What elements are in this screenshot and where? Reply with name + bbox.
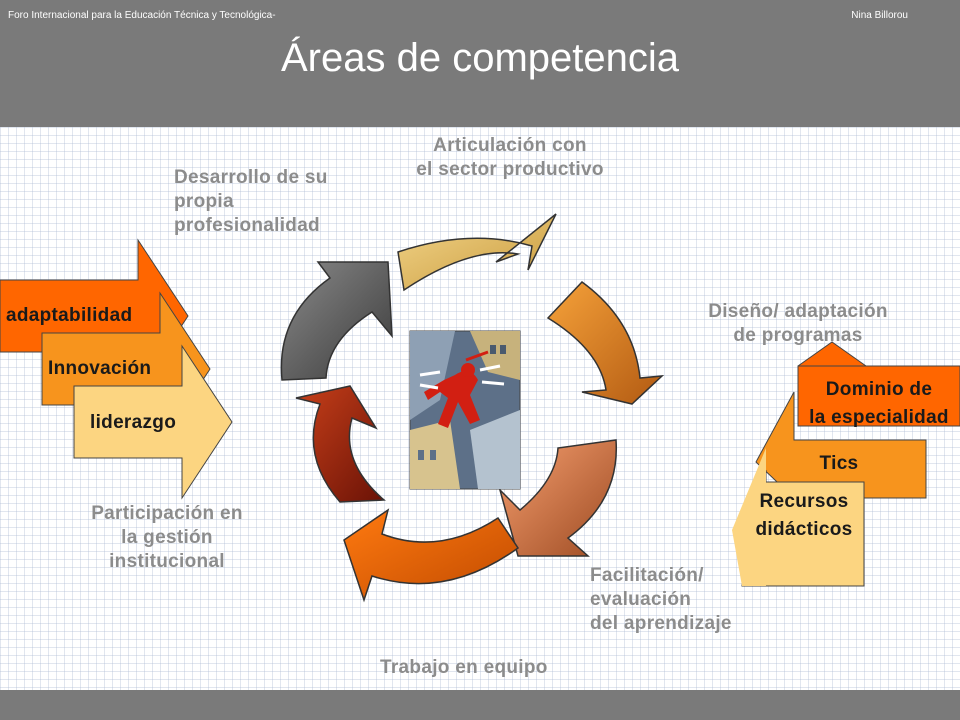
label-participacion: Participación en la gestión instituciona… — [91, 503, 243, 572]
footer-bar — [0, 690, 960, 720]
label-articulacion: Articulación con el sector productivo — [416, 135, 604, 180]
left-arrow-liderazgo — [73, 344, 233, 500]
label-adaptabilidad: adaptabilidad — [6, 305, 133, 326]
label-recursos-1: Recursos — [759, 491, 849, 512]
cycle-arrow-desarrollo — [280, 261, 393, 381]
label-trabajo: Trabajo en equipo — [380, 657, 548, 678]
cycle-arrow-diseno — [546, 281, 665, 405]
label-desarrollo: Desarrollo de su propia profesionalidad — [174, 167, 328, 236]
label-dominio-1: Dominio de — [825, 379, 933, 400]
label-facilitacion: Facilitación/ evaluación del aprendizaje — [590, 565, 732, 634]
footer-right-text: Nina Billorou — [851, 10, 908, 21]
label-innovacion: Innovación — [48, 358, 152, 379]
cycle-arrow-trabajo — [343, 508, 520, 603]
right-arrow-recursos — [732, 448, 865, 587]
cycle-arrow-facilitacion — [498, 439, 618, 557]
label-dominio-2: la especialidad — [809, 407, 949, 428]
label-tics: Tics — [819, 453, 859, 474]
slide-title: Áreas de competencia — [280, 36, 679, 80]
cycle-arrow-articulacion — [397, 213, 557, 292]
header-bar — [0, 0, 960, 127]
label-diseno: Diseño/ adaptación de programas — [708, 301, 888, 346]
right-arrow-dominio — [797, 341, 960, 427]
cycle-arrow-participacion — [295, 385, 386, 503]
label-liderazgo: liderazgo — [90, 412, 177, 433]
center-illustration — [409, 330, 521, 490]
label-recursos-2: didácticos — [755, 519, 853, 540]
footer-left-text: Foro Internacional para la Educación Téc… — [8, 10, 276, 21]
